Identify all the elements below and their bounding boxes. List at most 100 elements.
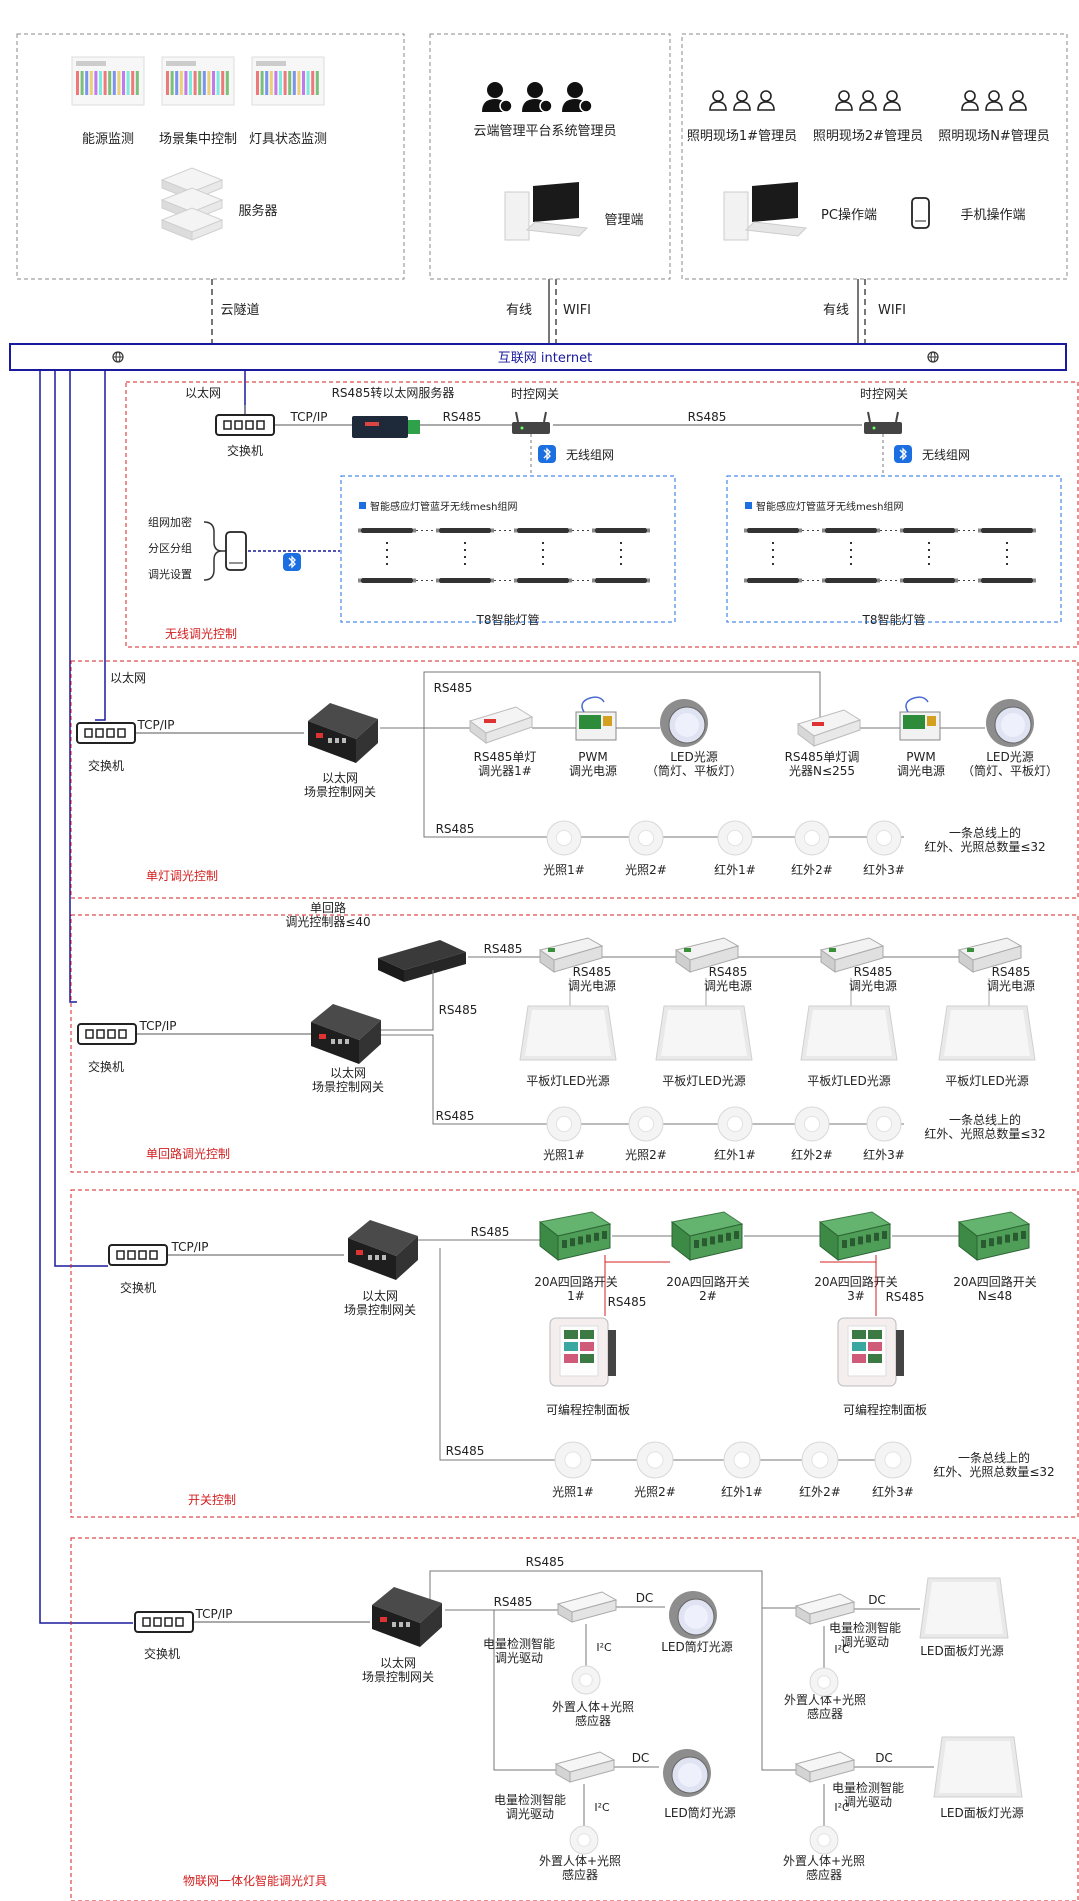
pwm-module-icon (575, 696, 617, 741)
relay-switch-module-icon (670, 1211, 744, 1262)
section-wireless-dimming: 以太网交换机TCP/IPRS485转以太网服务器RS485时控网关RS485时控… (148, 385, 1008, 641)
t8-tube-icon (978, 578, 1036, 583)
panel-label: 平板灯LED光源 (526, 1074, 610, 1088)
t8-tube-icon (744, 528, 802, 533)
rs485-label: RS485 (494, 1595, 533, 1609)
led-source-label: LED面板灯光源 (920, 1644, 1004, 1658)
sensor-icon (794, 820, 830, 856)
rs485-label: RS485 (443, 410, 482, 424)
globe-icon (112, 351, 124, 363)
i2c-label: I²C (596, 1641, 612, 1654)
section-switch-box (70, 1189, 1079, 1518)
sensor-icon (801, 1441, 839, 1479)
sensor-label: 红外3# (872, 1484, 914, 1499)
gateway-icon (311, 1004, 381, 1064)
downlight-icon (663, 1749, 711, 1797)
admin-title: 云端管理平台系统管理员 (473, 124, 616, 139)
t8-tube-icon (358, 578, 416, 583)
panel-label: 平板灯LED光源 (662, 1074, 746, 1088)
gateway-label: 以太网场景控制网关 (362, 1655, 434, 1684)
gateway-label: 以太网场景控制网关 (304, 770, 376, 799)
tcpip-label: TCP/IP (138, 1019, 176, 1033)
i2c-label: I²C (594, 1801, 610, 1814)
rs485-label: RS485 (436, 1109, 475, 1123)
user-icon (961, 90, 979, 111)
user-icon (883, 90, 901, 111)
bus-note: 一条总线上的红外、光照总数量≤32 (924, 1112, 1045, 1141)
rs485-label: RS485 (484, 942, 523, 956)
timer-gateway-icon (864, 411, 902, 434)
led-label: LED光源（筒灯、平板灯） (962, 750, 1058, 778)
globe-icon (927, 351, 939, 363)
internet-label: 互联网 internet (498, 351, 593, 366)
sensor-icon (546, 1106, 582, 1142)
power-supply-icon (819, 937, 885, 973)
gateway-icon (348, 1220, 418, 1280)
panel-light-icon (519, 1005, 617, 1061)
rs485-label: RS485 (439, 1003, 478, 1017)
site-admin-label: 照明现场1#管理员 (687, 129, 797, 144)
cloud-feature-label: 场景集中控制 (159, 131, 237, 147)
t8-tube-icon (514, 528, 572, 533)
t8-tube-icon (358, 528, 416, 533)
sensor-label: 光照1# (552, 1485, 594, 1499)
t8-label: T8智能灯管 (862, 612, 926, 627)
rs485-label: RS485 (434, 681, 473, 695)
gateway-label: 以太网场景控制网关 (344, 1288, 416, 1317)
sensor-label: 外置人体+光照感应器 (783, 1854, 865, 1882)
panel-label: 平板灯LED光源 (945, 1074, 1029, 1088)
power-supply-icon (957, 937, 1023, 973)
dimmer-label: RS485单灯调光器N≤255 (785, 750, 860, 778)
mesh-label: 智能感应灯管蓝牙无线mesh组网 (756, 500, 903, 513)
sensor-label: 红外3# (863, 1147, 905, 1162)
admin-terminal-label: 管理端 (604, 213, 643, 228)
section-single-lamp-box (70, 660, 1079, 899)
sensor-label: 外置人体+光照感应器 (784, 1693, 866, 1721)
ethernet-label: 以太网 (110, 670, 146, 685)
sensor-label: 红外1# (714, 862, 756, 877)
sensor-icon (569, 1825, 599, 1855)
user-icon (733, 90, 751, 111)
rs485-label: RS485 (608, 1295, 647, 1309)
cloud-platform-box (16, 33, 405, 280)
led-source-label: LED筒灯光源 (661, 1639, 733, 1654)
downlight-icon (660, 699, 708, 747)
t8-tube-icon (592, 528, 650, 533)
switch-label: 交换机 (88, 1059, 124, 1074)
panel-label: 平板灯LED光源 (807, 1074, 891, 1088)
section-title: 开关控制 (188, 1493, 236, 1507)
user-icon (859, 90, 877, 111)
driver-icon (794, 1751, 856, 1783)
bluetooth-icon (283, 553, 301, 571)
bluetooth-icon (359, 502, 366, 509)
driver-label: 电量检测智能调光驱动 (483, 1636, 555, 1665)
sensor-icon (809, 1825, 839, 1855)
sensor-icon (717, 1106, 753, 1142)
switch-icon (215, 414, 275, 436)
sensor-label: 红外1# (714, 1147, 756, 1162)
section-title: 单回路调光控制 (146, 1146, 230, 1161)
server-icon (160, 167, 224, 241)
relay-switch-module-icon (818, 1211, 892, 1262)
downlight-icon (669, 1591, 717, 1639)
t8-tube-icon (900, 578, 958, 583)
link-label: 有线 (823, 303, 849, 318)
timer-gateway-icon (512, 411, 550, 434)
rs485-label: RS485 (886, 1290, 925, 1304)
relay-switch-module-icon (538, 1211, 612, 1262)
power-supply-icon (538, 937, 604, 973)
link-label: 云隧道 (220, 302, 259, 318)
switch-icon (134, 1611, 194, 1633)
dc-label: DC (868, 1593, 886, 1607)
mesh-network-box (726, 475, 1062, 623)
section-single-lamp-dimming: 以太网交换机TCP/IP以太网场景控制网关RS485RS485RS485单灯调光… (88, 670, 1058, 883)
t8-tube-icon (822, 578, 880, 583)
switch-label: 交换机 (144, 1646, 180, 1661)
dc-label: DC (632, 1751, 650, 1765)
sensor-icon (723, 1441, 761, 1479)
rs485-label: RS485 (446, 1444, 485, 1458)
driver-label: 电量检测智能调光驱动 (829, 1620, 901, 1649)
